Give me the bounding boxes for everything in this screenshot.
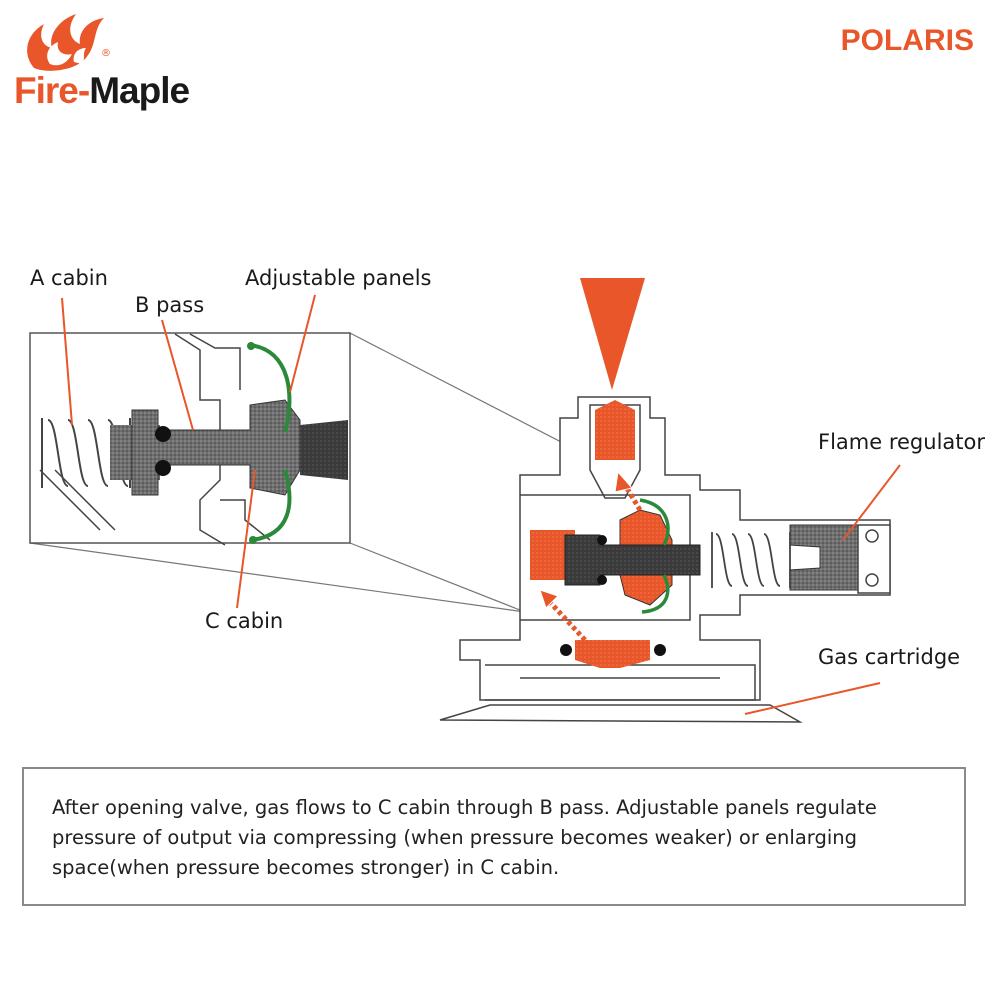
product-name: POLARIS [840,24,974,57]
brand-name-fire: Fire- [14,70,90,111]
brand-logo: ® Fire-Maple [6,6,196,116]
label-c-cabin: C cabin [205,609,284,633]
label-gas-cartridge: Gas cartridge [818,645,961,669]
flame-logo-icon [27,14,104,71]
leader-lines [61,294,901,715]
zoom-inset [29,332,351,546]
brand-name-maple: Maple [89,70,190,111]
description-box: After opening valve, gas flows to C cabi… [22,767,966,906]
flame-output-arrow [580,278,645,390]
label-b-pass: B pass [135,293,205,317]
bottom-valve [575,640,650,668]
registered-mark: ® [101,48,111,59]
regulator-diagram [29,278,901,723]
brand-name: Fire-Maple [14,70,190,112]
description-text: After opening valve, gas flows to C cabi… [52,796,877,879]
label-a-cabin: A cabin [30,266,108,290]
label-adjustable-panels: Adjustable panels [245,266,432,290]
label-flame-regulator: Flame regulator [818,430,985,454]
nozzle-orange [595,400,635,460]
